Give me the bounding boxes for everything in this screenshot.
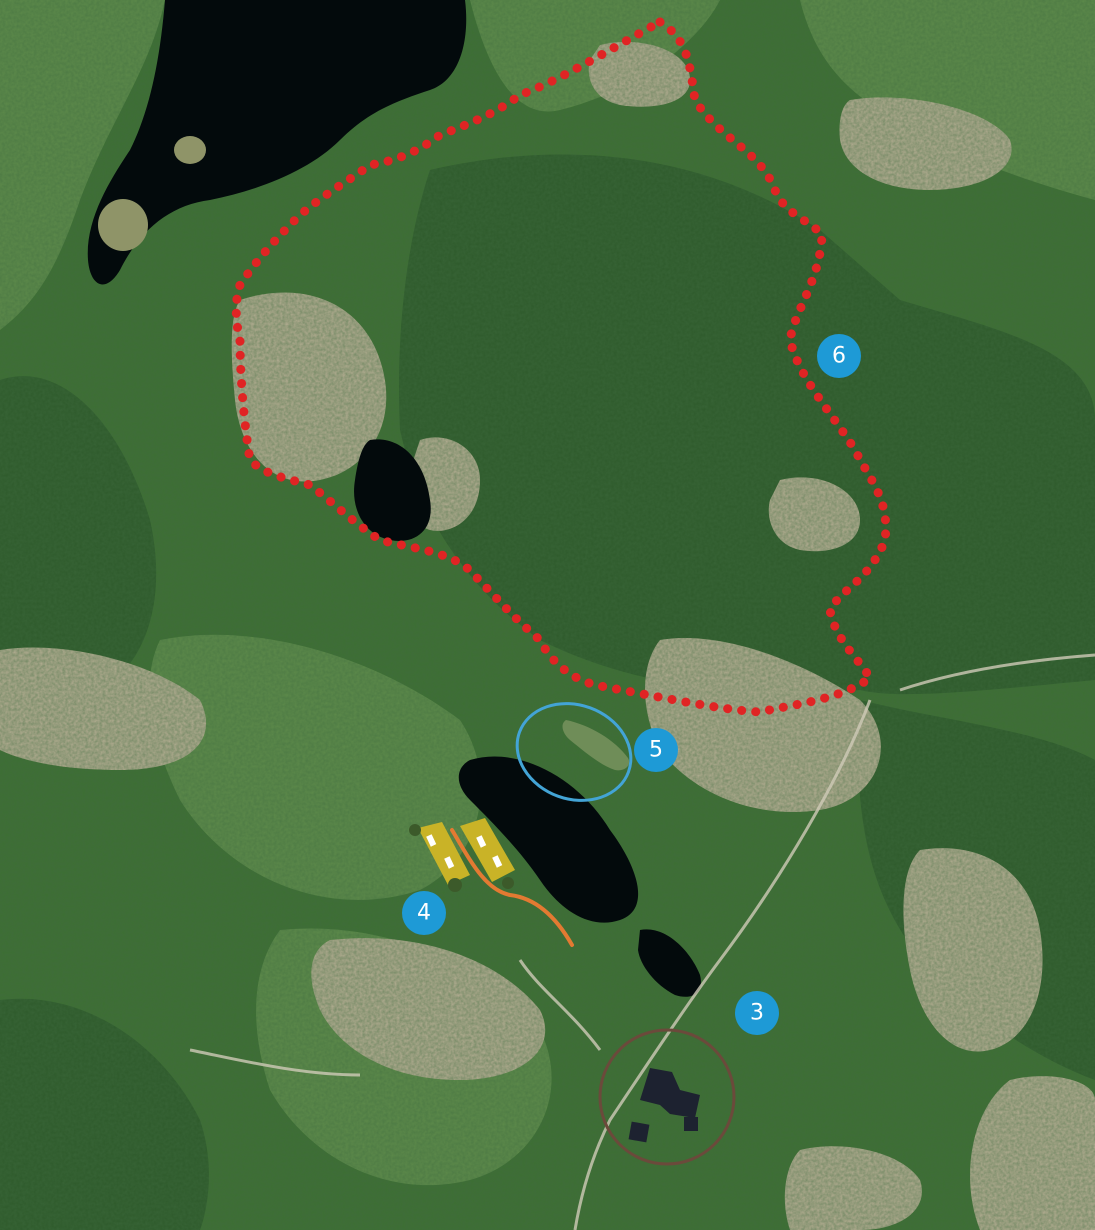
roads xyxy=(189,653,1095,1230)
zone-4-path[interactable] xyxy=(450,828,574,947)
islands xyxy=(98,136,206,251)
marker-6[interactable]: 6 xyxy=(817,334,861,378)
buildings xyxy=(628,1068,700,1143)
zone-5-parcel xyxy=(562,720,630,771)
marker-5-label: 5 xyxy=(649,738,663,763)
zone-3-outline[interactable] xyxy=(598,1028,736,1166)
marker-4-label: 4 xyxy=(417,901,431,926)
zone-4-plots[interactable] xyxy=(409,818,515,892)
water xyxy=(87,0,701,997)
trail-route-6[interactable] xyxy=(231,16,891,717)
marker-6-label: 6 xyxy=(832,344,846,369)
marker-5[interactable]: 5 xyxy=(634,728,678,772)
marker-3[interactable]: 3 xyxy=(735,991,779,1035)
marker-4[interactable]: 4 xyxy=(402,891,446,935)
zone-5-outline[interactable] xyxy=(503,688,644,816)
marker-3-label: 3 xyxy=(750,1001,764,1026)
